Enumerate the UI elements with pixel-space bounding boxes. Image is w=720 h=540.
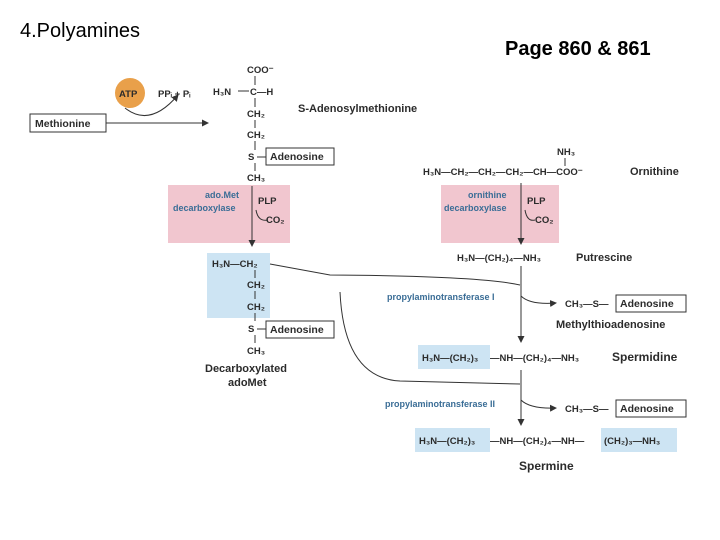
putrescine-name: Putrescine	[576, 252, 632, 264]
sam-ch2-a: CH₂	[247, 109, 265, 120]
sam-name: S-Adenosylmethionine	[298, 103, 417, 115]
spermine-middle: —NH—(CH₂)₄—NH—	[490, 436, 585, 447]
sam-adenosine: Adenosine	[270, 151, 324, 163]
atp-circle	[115, 78, 145, 108]
sam-coo: COO⁻	[247, 65, 274, 76]
sam-ch2-b: CH₂	[247, 130, 265, 141]
spermidine-head-highlight	[418, 345, 490, 369]
dcsam-ch3: CH₃	[247, 346, 265, 357]
methylthioadenosine-name: Methylthioadenosine	[556, 319, 665, 331]
sam-ch3: CH₃	[247, 173, 265, 184]
dcsam-name-line1: Decarboxylated	[205, 363, 287, 375]
dcsam-sulfur: S	[248, 324, 254, 335]
ornithine-nh3: NH₃	[557, 147, 575, 158]
pat2-adenosine-box	[615, 399, 687, 418]
pat2-enzyme: propylaminotransferase II	[385, 399, 495, 409]
sam-adenosine-box	[265, 147, 335, 166]
pat1-adenosine-box	[615, 294, 687, 313]
dcsam-adenosine: Adenosine	[270, 324, 324, 336]
sam-c-h: C—H	[250, 87, 273, 98]
page-reference: Page 860 & 861	[505, 38, 651, 60]
spermine-tail-highlight	[601, 428, 677, 452]
dcsam-adenosine-box	[265, 320, 335, 339]
orn-dc-enzyme-line1: ornithine	[468, 190, 507, 200]
pat2-adenosine: Adenosine	[620, 403, 674, 415]
orn-dc-cofactor: PLP	[527, 196, 546, 207]
pat2-ch3s: CH₃—S—	[565, 404, 609, 415]
orn-dc-enzyme-line2: decarboxylase	[444, 203, 507, 213]
spermine-name: Spermine	[519, 459, 574, 473]
adomet-dc-product: CO₂	[266, 215, 284, 226]
dcsam-ch2-a: CH₂	[247, 280, 265, 291]
ornithine-formula: H₃N—CH₂—CH₂—CH₂—CH—COO⁻	[423, 167, 583, 178]
spermine-head: H₃N—(CH₂)₃	[419, 436, 475, 447]
spermine-head-highlight	[415, 428, 490, 452]
spermidine-name: Spermidine	[612, 350, 678, 364]
spermidine-tail: —NH—(CH₂)₄—NH₃	[490, 353, 579, 364]
methionine-label: Methionine	[35, 118, 91, 130]
adomet-dc-enzyme-line2: decarboxylase	[173, 203, 236, 213]
decarboxylated-amine-highlight	[207, 253, 270, 318]
adomet-dc-enzyme-line1: ado.Met	[205, 190, 239, 200]
sam-sulfur: S	[248, 152, 254, 163]
putrescine-formula: H₃N—(CH₂)₄—NH₃	[457, 253, 541, 264]
adomet-dc-cofactor: PLP	[258, 196, 277, 207]
pat1-adenosine: Adenosine	[620, 298, 674, 310]
ppi-pi-label: PPᵢ + Pᵢ	[158, 89, 191, 100]
dcsam-ch2-b: CH₂	[247, 302, 265, 313]
spermine-tail: (CH₂)₃—NH₃	[604, 436, 660, 447]
ornithine-name: Ornithine	[630, 166, 679, 178]
atp-label: ATP	[119, 89, 138, 100]
pat1-ch3s: CH₃—S—	[565, 299, 609, 310]
spermidine-head: H₃N—(CH₂)₃	[422, 353, 478, 364]
slide-title: 4.Polyamines	[20, 20, 141, 42]
ornithine-decarboxylase-box	[441, 185, 559, 243]
sam-h3n: H₃N	[213, 87, 231, 98]
ado-met-decarboxylase-box	[168, 185, 290, 243]
dcsam-name-line2: adoMet	[228, 377, 267, 389]
pat1-enzyme: propylaminotransferase I	[387, 292, 495, 302]
orn-dc-product: CO₂	[535, 215, 553, 226]
dcsam-h3n-ch2: H₃N—CH₂	[212, 259, 258, 270]
